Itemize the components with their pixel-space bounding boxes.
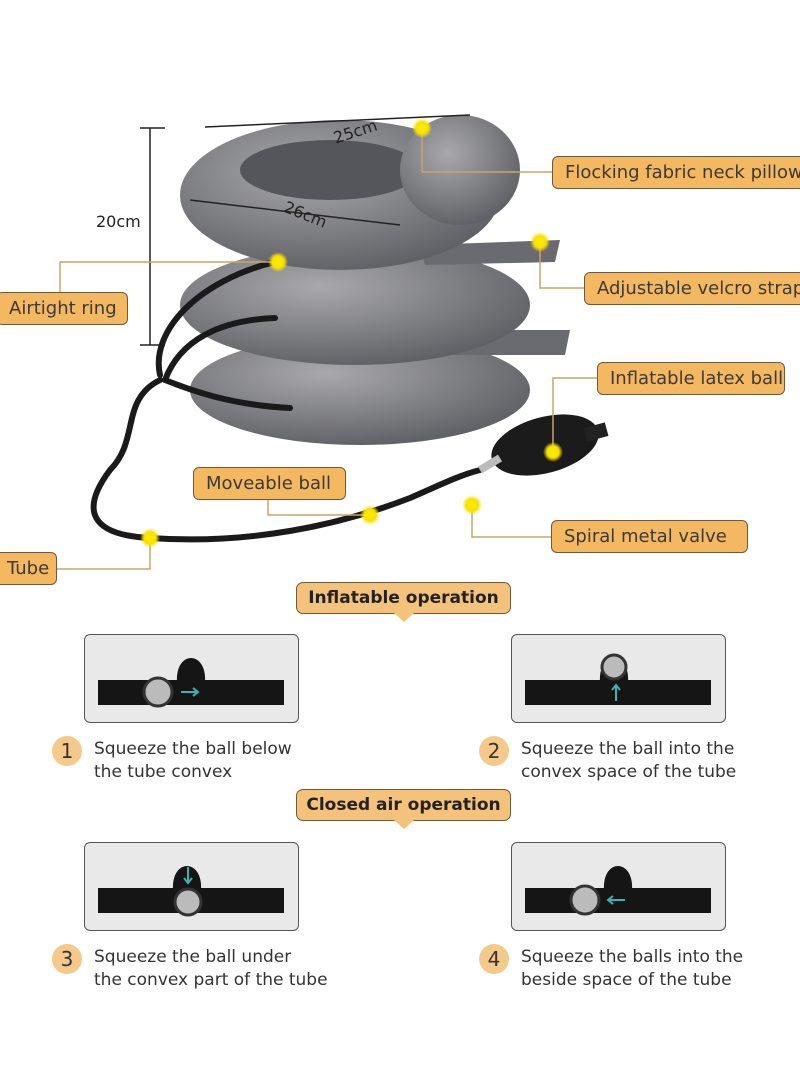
neck-pillow-illustration [57, 114, 609, 570]
section-inflatable-operation: Inflatable operation [296, 582, 511, 622]
step-1-line1: Squeeze the ball below [94, 739, 292, 759]
step-1-image [84, 634, 299, 723]
step-1-number: 1 [52, 736, 82, 766]
step-1-line2: the tube convex [94, 762, 233, 782]
callout-airtight-ring: Airtight ring [0, 292, 128, 325]
step-4-number: 4 [479, 944, 509, 974]
step-2-line2: convex space of the tube [521, 762, 737, 782]
step-4-line1: Squeeze the balls into the [521, 947, 744, 967]
section-closed-air-operation: Closed air operation [296, 789, 511, 829]
step-2-number: 2 [479, 736, 509, 766]
step-2-line1: Squeeze the ball into the [521, 739, 735, 759]
step-1-text: Squeeze the ball below the tube convex [94, 738, 292, 784]
step-4-text: Squeeze the balls into the beside space o… [521, 946, 743, 992]
step-3-line2: the convex part of the tube [94, 970, 328, 990]
callout-moveable-ball: Moveable ball [193, 467, 346, 500]
step-2-image [511, 634, 726, 723]
step-4-line2: beside space of the tube [521, 970, 732, 990]
step-3-text: Squeeze the ball under the convex part of… [94, 946, 328, 992]
callout-flocking-fabric: Flocking fabric neck pillow [552, 156, 800, 189]
callout-tube: Tube [0, 552, 57, 585]
height-dimension: 20cm [96, 212, 141, 231]
step-4-image [511, 842, 726, 931]
step-2-text: Squeeze the ball into the convex space of… [521, 738, 736, 784]
callout-latex-ball: Inflatable latex ball [597, 362, 785, 395]
callout-velcro-straps: Adjustable velcro straps [584, 272, 800, 305]
callout-spiral-valve: Spiral metal valve [551, 520, 748, 553]
step-3-image [84, 842, 299, 931]
step-3-number: 3 [52, 944, 82, 974]
step-3-line1: Squeeze the ball under [94, 947, 292, 967]
